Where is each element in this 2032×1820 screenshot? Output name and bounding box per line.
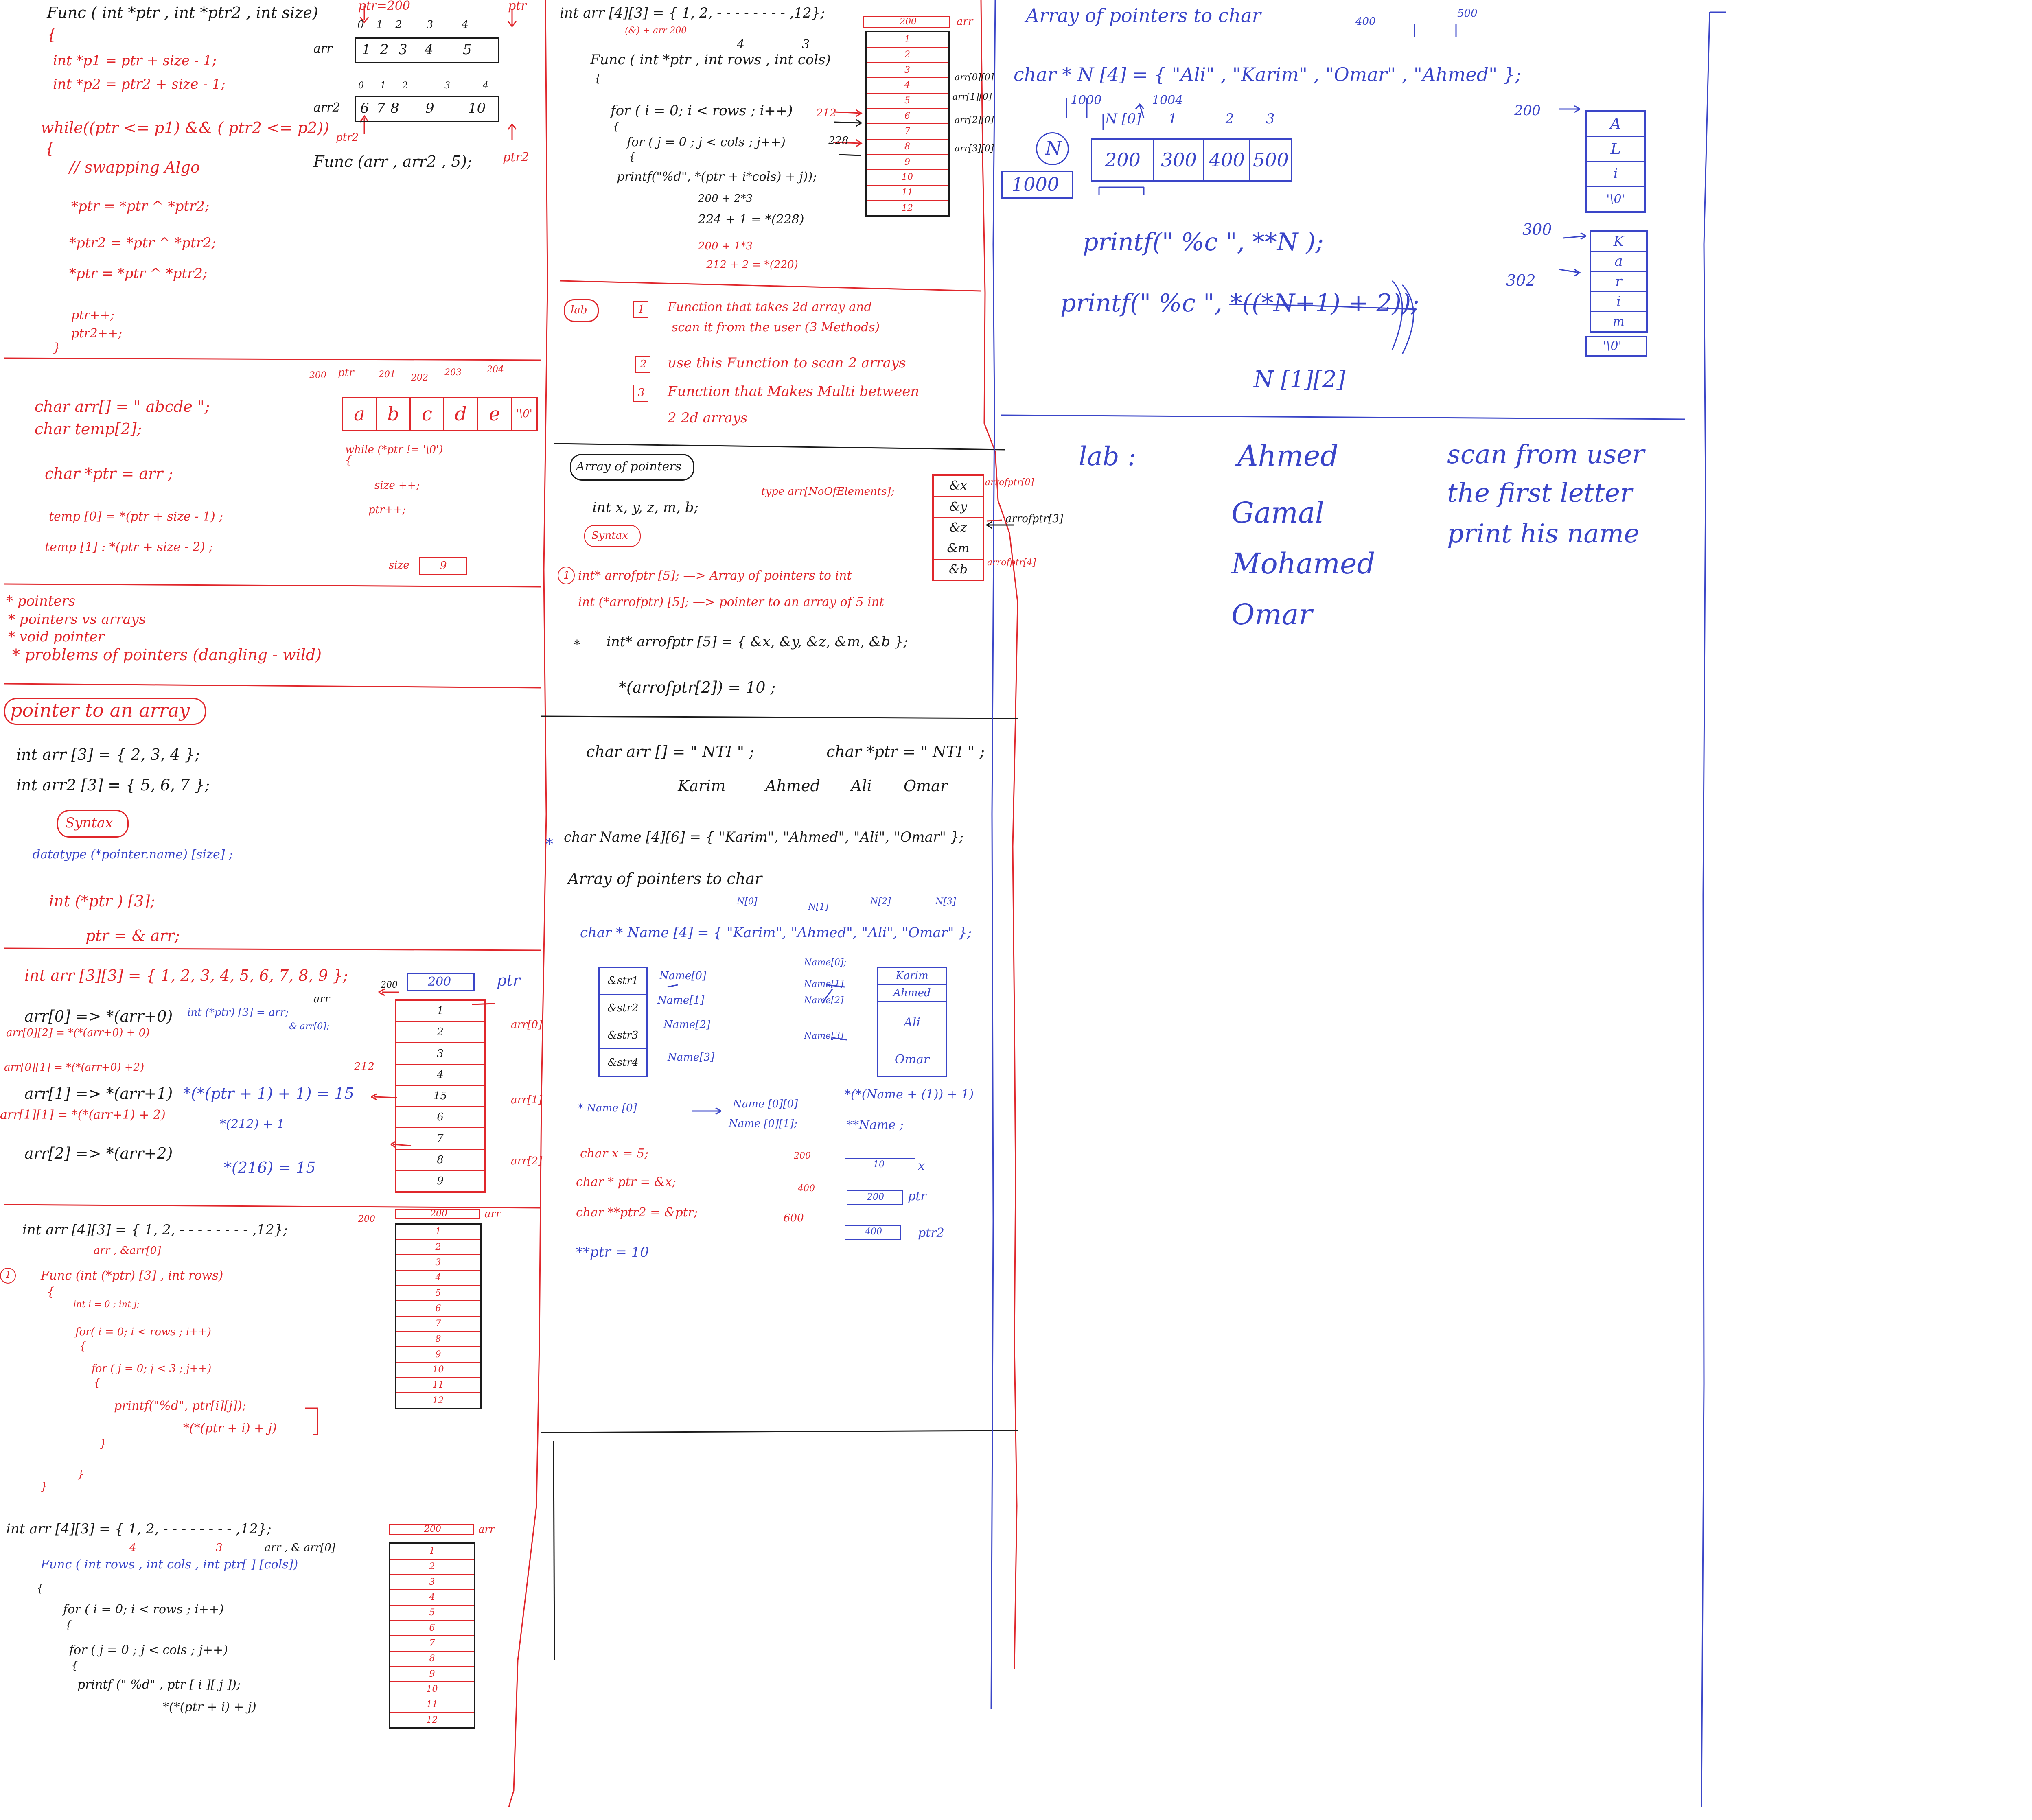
p2-line: int *p2 = ptr2 + size - 1; <box>53 76 226 92</box>
syntax-line: datatype (*pointer.name) [size] ; <box>33 847 233 862</box>
x-value-box: 10 <box>845 1158 915 1172</box>
name-string-column: Karim Ahmed Ali Omar <box>877 967 947 1077</box>
while-condition: while((ptr <= p1) && ( ptr2 <= p2)) <box>41 119 330 137</box>
while-check: while (*ptr != '\0') <box>345 444 443 456</box>
char-temp-decl: char temp[2]; <box>35 420 142 438</box>
ptr-inc: ptr++; <box>71 308 114 322</box>
temp0-line: temp [0] = *(ptr + size - 1) ; <box>49 510 223 524</box>
ptr2-arrow-label: ptr2 <box>336 131 359 144</box>
aopc-blue-title: Array of pointers to char <box>1026 4 1261 26</box>
swap-comment: // swapping Algo <box>69 158 200 176</box>
char-ptr-decl: char *ptr = arr ; <box>45 465 173 483</box>
method2-signature: Func ( int rows , int cols , int ptr[ ] … <box>41 1558 298 1572</box>
arr2-box: 6 7 8 9 10 <box>355 96 499 122</box>
item-number-circle: 1 <box>558 567 575 584</box>
ptr2-value-box: 400 <box>845 1225 901 1240</box>
n-decl: char * N [4] = { "Ali" , "Karim" , "Omar… <box>1014 63 1522 85</box>
xor-line-3: *ptr = *ptr ^ *ptr2; <box>69 265 208 282</box>
method-number-circle: 1 <box>0 1268 16 1284</box>
n-base-box: 1000 <box>1001 171 1073 199</box>
ptr-value-box: 200 <box>847 1190 903 1205</box>
swap-signature: Func ( int *ptr , int *ptr2 , int size) <box>47 4 318 22</box>
method3-signature: Func ( int *ptr , int rows , int cols) <box>590 52 831 68</box>
p1-line: int *p1 = ptr + size - 1; <box>53 52 217 69</box>
method2-printf: printf (" %d" , ptr [ i ][ j ]); <box>77 1678 241 1692</box>
char-arr-decl: char arr[] = " abcde "; <box>35 398 210 416</box>
lab-label: lab : <box>1079 442 1136 472</box>
twod-array-column: 1 2 3 4 15 6 7 8 9 <box>395 999 486 1193</box>
title-bubble <box>4 698 206 725</box>
xor-line-2: *ptr2 = *ptr ^ *ptr2; <box>69 235 216 251</box>
section-title: pointer to an array <box>10 699 190 721</box>
annot-ptr200: ptr=200 <box>358 0 410 13</box>
lab-bubble: lab <box>564 299 599 322</box>
ptr-label: ptr <box>497 971 520 989</box>
name-2d-decl: char Name [4][6] = { "Karim", "Ahmed", "… <box>564 829 964 845</box>
syntax-bubble: Syntax <box>584 525 641 547</box>
method1-signature: Func (int (*ptr) [3] , int rows) <box>41 1269 223 1283</box>
func-call: Func (arr , arr2 , 5); <box>313 153 472 171</box>
brace: { <box>45 139 55 157</box>
xor-line-1: *ptr = *ptr ^ *ptr2; <box>71 198 210 214</box>
twod-decl: int arr [3][3] = { 1, 2, 3, 4, 5, 6, 7, … <box>24 967 348 984</box>
arr-box: 1 2 3 4 5 <box>355 37 499 63</box>
method2-array-column: 1 2 3 4 5 6 7 8 9 10 11 12 <box>389 1542 475 1729</box>
brace: { <box>47 25 57 43</box>
item-number-box: 3 <box>633 385 648 402</box>
method3-printf: printf("%d", *(ptr + i*cols) + j)); <box>617 170 817 184</box>
arr-addr-box: 200 <box>389 1524 474 1535</box>
size-box: 9 <box>419 557 467 575</box>
name-ptr-decl: char * Name [4] = { "Karim", "Ahmed", "A… <box>580 925 972 941</box>
pointer-array-column: &x &y &z &m &b <box>932 474 984 581</box>
temp1-line: temp [1] : *(ptr + size - 2) ; <box>45 540 213 554</box>
ali-string-column: A L i '\0' <box>1585 110 1646 213</box>
brace: } <box>53 341 61 355</box>
annot-ptr: ptr <box>508 0 527 13</box>
method1-array-column: 1 2 3 4 5 6 7 8 9 10 11 12 <box>395 1223 482 1409</box>
karim-null-box: '\0' <box>1585 336 1647 357</box>
char-array-box: a b c d e '\0' <box>342 397 538 431</box>
arr-addr-box: 200 <box>863 16 950 28</box>
method3-array-column: 1 2 3 4 5 6 7 8 9 10 11 12 <box>865 31 950 217</box>
arr-addr-box: 200 <box>395 1209 480 1219</box>
n-pointer-array: 200 300 400 500 <box>1091 138 1292 182</box>
syntax-bubble <box>57 810 129 838</box>
arr-index-row: 0 1 2 3 4 <box>357 19 469 31</box>
printf-line-1: printf(" %c ", **N ); <box>1083 228 1324 256</box>
item-number-box: 1 <box>633 301 648 318</box>
karim-string-column: K a r i m <box>1590 230 1648 333</box>
method1-printf: printf("%d", ptr[i][j]); <box>114 1399 246 1413</box>
aopc-title: Array of pointers to char <box>568 870 762 888</box>
arr-label: arr <box>313 42 333 56</box>
printf-line-2: printf(" %c ", *((*N+1) + 2)); <box>1060 289 1419 317</box>
item-number-box: 2 <box>635 356 650 373</box>
ptr2-right-label: ptr2 <box>503 150 529 164</box>
arr2-index-row: 0 1 2 3 4 <box>358 81 488 91</box>
ptr-value-box: 200 <box>407 973 475 991</box>
ptr2-inc: ptr2++; <box>71 326 123 341</box>
title-bubble: Array of pointers <box>570 454 694 481</box>
arr2-label: arr2 <box>313 101 340 115</box>
n12-expr: N [1][2] <box>1254 366 1346 393</box>
n-circle: N <box>1036 132 1069 165</box>
str-address-column: &str1 &str2 &str3 &str4 <box>598 967 648 1077</box>
